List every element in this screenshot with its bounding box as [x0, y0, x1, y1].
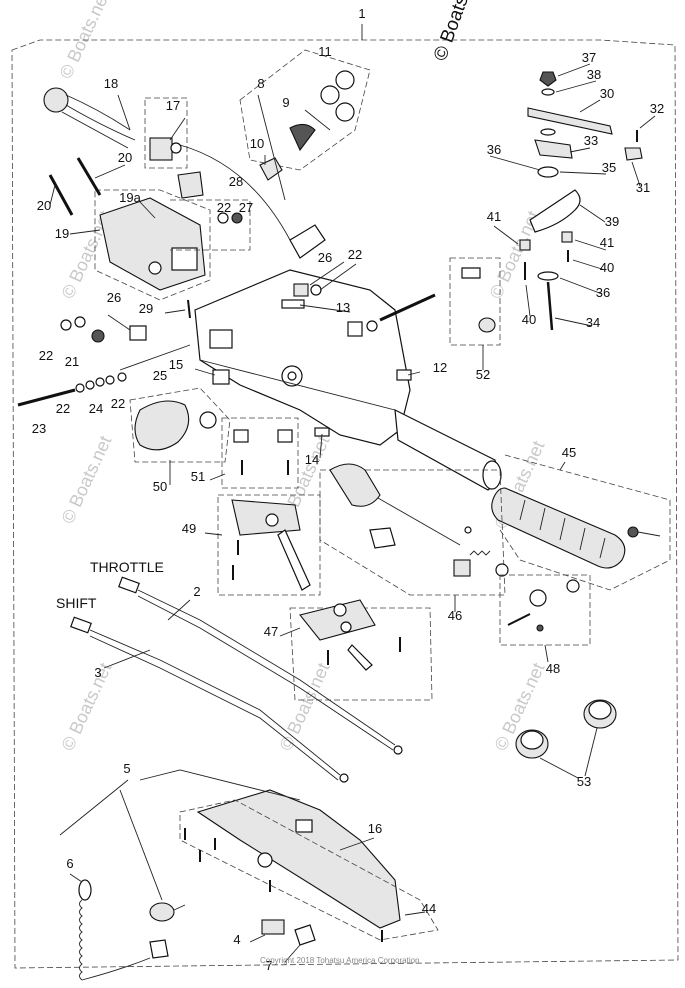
- part-48-group: [499, 574, 591, 663]
- bracket-19: [48, 157, 211, 301]
- lever-49: [217, 494, 321, 596]
- callout-c53: 53: [577, 774, 591, 789]
- switch-4-7: [249, 919, 316, 963]
- callout-c29: 29: [139, 301, 153, 316]
- callout-c31: 31: [636, 180, 650, 195]
- callout-c14: 14: [305, 452, 319, 467]
- callout-c8: 8: [257, 76, 264, 91]
- part-51-group: [221, 417, 299, 489]
- screws-center: [212, 283, 436, 437]
- copyright-text: Copyright 2018 Tohatsu America Corporati…: [260, 956, 420, 965]
- callout-c46: 46: [448, 608, 462, 623]
- callout-c52: 52: [476, 367, 490, 382]
- part-8-group: [239, 49, 371, 259]
- callout-c39: 39: [605, 214, 619, 229]
- callout-c22e: 22: [111, 396, 125, 411]
- callout-c38: 38: [587, 67, 601, 82]
- callout-c3: 3: [94, 665, 101, 680]
- callout-c40a: 40: [600, 260, 614, 275]
- callout-c45: 45: [562, 445, 576, 460]
- callout-c26b: 26: [107, 290, 121, 305]
- callout-c4: 4: [233, 932, 240, 947]
- callout-c11: 11: [318, 44, 332, 59]
- callout-c26a: 26: [318, 250, 332, 265]
- callout-c47: 47: [264, 624, 278, 639]
- callout-c16: 16: [368, 821, 382, 836]
- callout-c22a: 22: [217, 200, 231, 215]
- callout-c28: 28: [229, 174, 243, 189]
- lower-housing-16: [179, 789, 439, 942]
- callout-c5: 5: [123, 761, 130, 776]
- callout-c13: 13: [336, 300, 350, 315]
- callout-c41b: 41: [600, 235, 614, 250]
- callout-c35: 35: [602, 160, 616, 175]
- callout-c36a: 36: [487, 142, 501, 157]
- callout-c7: 7: [265, 958, 272, 973]
- callout-c1: 1: [358, 6, 365, 21]
- part-17-group: [144, 97, 188, 169]
- callout-c21: 21: [65, 354, 79, 369]
- part-52-group: [449, 257, 501, 370]
- cables: [70, 576, 403, 783]
- callout-c20a: 20: [118, 150, 132, 165]
- mechanism-46: [319, 463, 509, 596]
- part-5-leaders: [59, 769, 301, 901]
- callout-c9: 9: [282, 95, 289, 110]
- callout-c22c: 22: [39, 348, 53, 363]
- callout-c41a: 41: [487, 209, 501, 224]
- shift-label: SHIFT: [56, 595, 97, 611]
- callout-c22b: 22: [348, 247, 362, 262]
- callout-c30: 30: [600, 86, 614, 101]
- grip-handle: [491, 454, 671, 591]
- callout-c51: 51: [191, 469, 205, 484]
- right-hardware: [489, 63, 656, 331]
- assembly-outline: [11, 24, 679, 969]
- callout-c34: 34: [586, 315, 600, 330]
- callout-c25: 25: [153, 368, 167, 383]
- callout-c44: 44: [422, 901, 436, 916]
- callout-c24: 24: [89, 401, 103, 416]
- knobs-53: [515, 699, 617, 779]
- bracket-47: [289, 599, 433, 701]
- callout-c17: 17: [166, 98, 180, 113]
- callout-c50: 50: [153, 479, 167, 494]
- callout-numbers: 1234567891011121314151617181919a20202122…: [32, 6, 664, 973]
- callout-c48: 48: [546, 661, 560, 676]
- callout-c19: 19: [55, 226, 69, 241]
- callout-c40b: 40: [522, 312, 536, 327]
- callout-c19a: 19a: [119, 190, 141, 205]
- callout-c37: 37: [582, 50, 596, 65]
- throttle-label: THROTTLE: [90, 559, 164, 575]
- callout-c18: 18: [104, 76, 118, 91]
- callout-c10: 10: [250, 136, 264, 151]
- callout-c33: 33: [584, 133, 598, 148]
- clip-group: [170, 171, 251, 251]
- leader-lines: [49, 94, 566, 916]
- kill-switch-harness: [43, 87, 291, 241]
- cap-50: [129, 387, 231, 463]
- callout-c36b: 36: [596, 285, 610, 300]
- callout-c22d: 22: [56, 401, 70, 416]
- left-fasteners: [17, 299, 191, 407]
- callout-c32: 32: [650, 101, 664, 116]
- callout-c27: 27: [239, 200, 253, 215]
- callout-c49: 49: [182, 521, 196, 536]
- callout-c12: 12: [433, 360, 447, 375]
- callout-c6: 6: [66, 856, 73, 871]
- lanyard-6: [69, 873, 186, 981]
- callout-c2: 2: [193, 584, 200, 599]
- callout-c23: 23: [32, 421, 46, 436]
- callout-c15: 15: [169, 357, 183, 372]
- callout-c20b: 20: [37, 198, 51, 213]
